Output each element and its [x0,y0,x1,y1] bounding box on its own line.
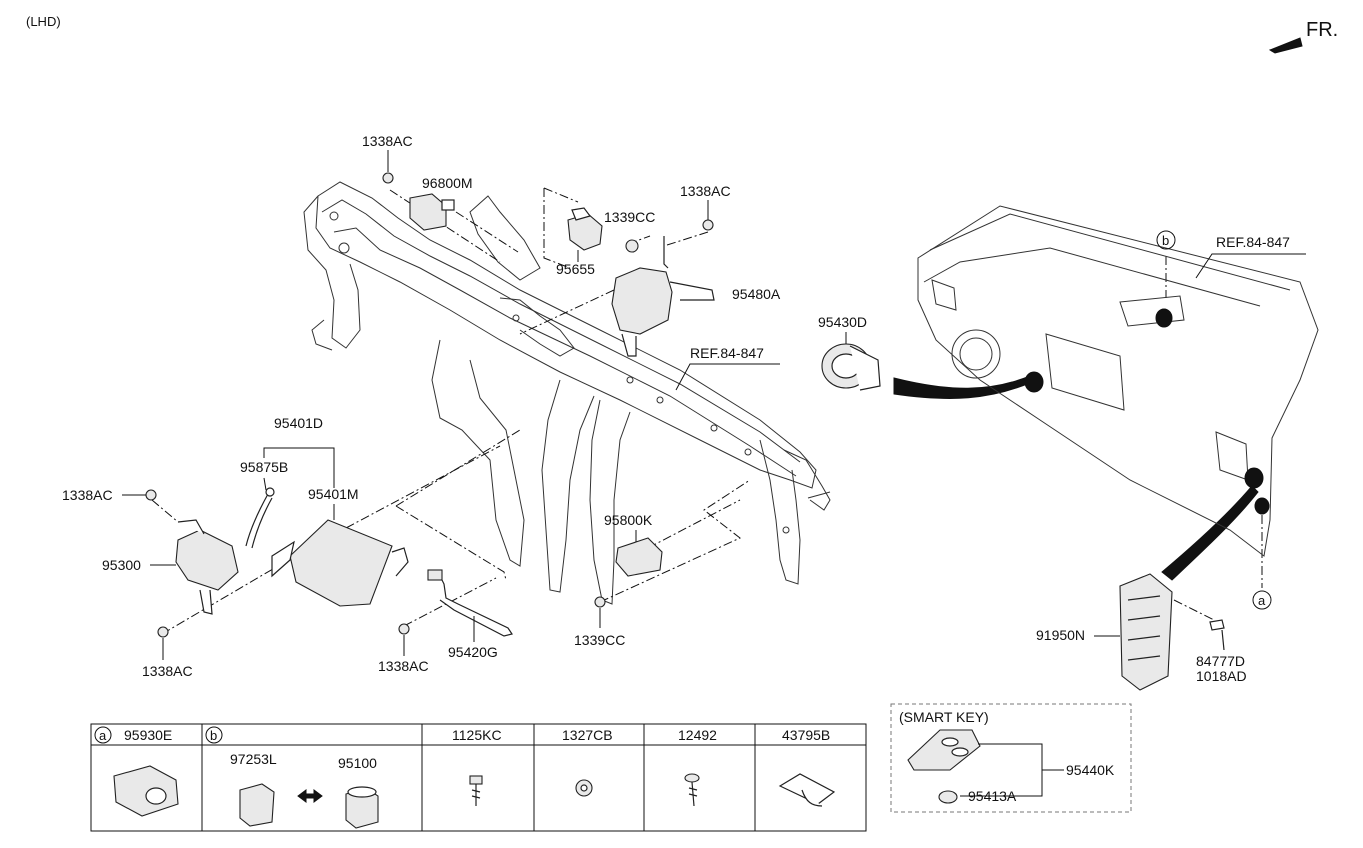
label-1338ac-bottom: 1338AC [378,658,429,674]
table-badge-a [94,726,112,744]
label-95440k: 95440K [1066,762,1115,778]
label-1338ac-top: 1338AC [362,133,413,149]
label-95300: 95300 [102,557,141,573]
dashboard-sketch [917,205,1319,557]
label-ref-center: REF.84-847 [690,345,764,361]
part-91950n [1119,573,1173,691]
label-95413a: 95413A [968,788,1017,804]
cowl-crossbar-frame [303,181,831,605]
table-header-12492: 12492 [678,727,717,743]
table-label-97253l: 97253L [230,751,277,767]
callout-a-letter: a [1258,593,1266,608]
part-95300 [175,519,239,615]
location-arrow-ibu [1161,485,1259,581]
table-badge-b-letter: b [210,728,217,743]
label-1018ad: 1018AD [1196,668,1247,684]
smart-key-box [890,703,1132,813]
smart-key-title: (SMART KEY) [899,709,989,725]
drawing-12492 [684,773,700,807]
label-1338ac-left: 1338AC [62,487,113,503]
table-header-95930e: 95930E [124,727,172,743]
label-95655: 95655 [556,261,595,277]
drawing-1327cb [575,779,593,797]
table-header-43795b: 43795B [782,727,830,743]
nut-1338ac-top [382,172,394,184]
label-95430d: 95430D [818,314,867,330]
label-91950n: 91950N [1036,627,1085,643]
label-1338ac-topright: 1338AC [680,183,731,199]
label-95480a: 95480A [732,286,781,302]
part-95800k [615,537,663,577]
label-95401d: 95401D [274,415,323,431]
callout-circle-b [1156,230,1176,250]
label-1339cc-top: 1339CC [604,209,655,225]
nut-1338ac-bottom [398,623,410,635]
part-95875b [245,487,275,549]
drawing-95930e [113,765,179,817]
double-arrow-icon [297,789,323,803]
table-header-1327cb: 1327CB [562,727,613,743]
nut-1338ac-bottomleft [157,626,169,638]
label-95800k: 95800K [604,512,653,528]
label-95401m: 95401M [308,486,359,502]
nut-1339cc-bottom [594,596,606,608]
part-95655 [567,207,603,251]
label-1338ac-bottomleft: 1338AC [142,663,193,679]
label-84777d: 84777D [1196,653,1245,669]
legend-table [90,723,867,832]
callout-b-letter: b [1162,233,1169,248]
label-1339cc-bottom: 1339CC [574,632,625,648]
drawing-1125kc [469,775,483,806]
table-badge-b [205,726,223,744]
label-95420g: 95420G [448,644,498,660]
nut-1339cc-top [625,239,639,253]
label-ref-right: REF.84-847 [1216,234,1290,250]
key-battery [938,790,958,804]
part-96800m [409,193,455,231]
part-84777d [1209,619,1225,651]
smart-key-fob [907,729,981,771]
front-label: FR. [1306,19,1338,41]
table-label-95100: 95100 [338,755,377,771]
nut-1338ac-left [145,489,157,501]
nut-1338ac-topright [702,219,714,231]
table-badge-a-letter: a [99,728,107,743]
label-96800m: 96800M [422,175,473,191]
drawing-43795b [778,773,836,807]
drawing-97253l [239,783,275,827]
part-95401m [271,519,409,607]
table-header-1125kc: 1125KC [452,727,502,743]
callout-circle-a [1252,590,1272,610]
part-95420g [427,569,513,637]
drawing-95100 [345,786,379,829]
drive-note: (LHD) [26,14,61,29]
part-95430d [821,343,881,391]
label-95875b: 95875B [240,459,288,475]
location-arrow-start-button [893,375,1033,399]
front-arrow-icon [1268,37,1303,54]
part-95480a [611,236,715,357]
